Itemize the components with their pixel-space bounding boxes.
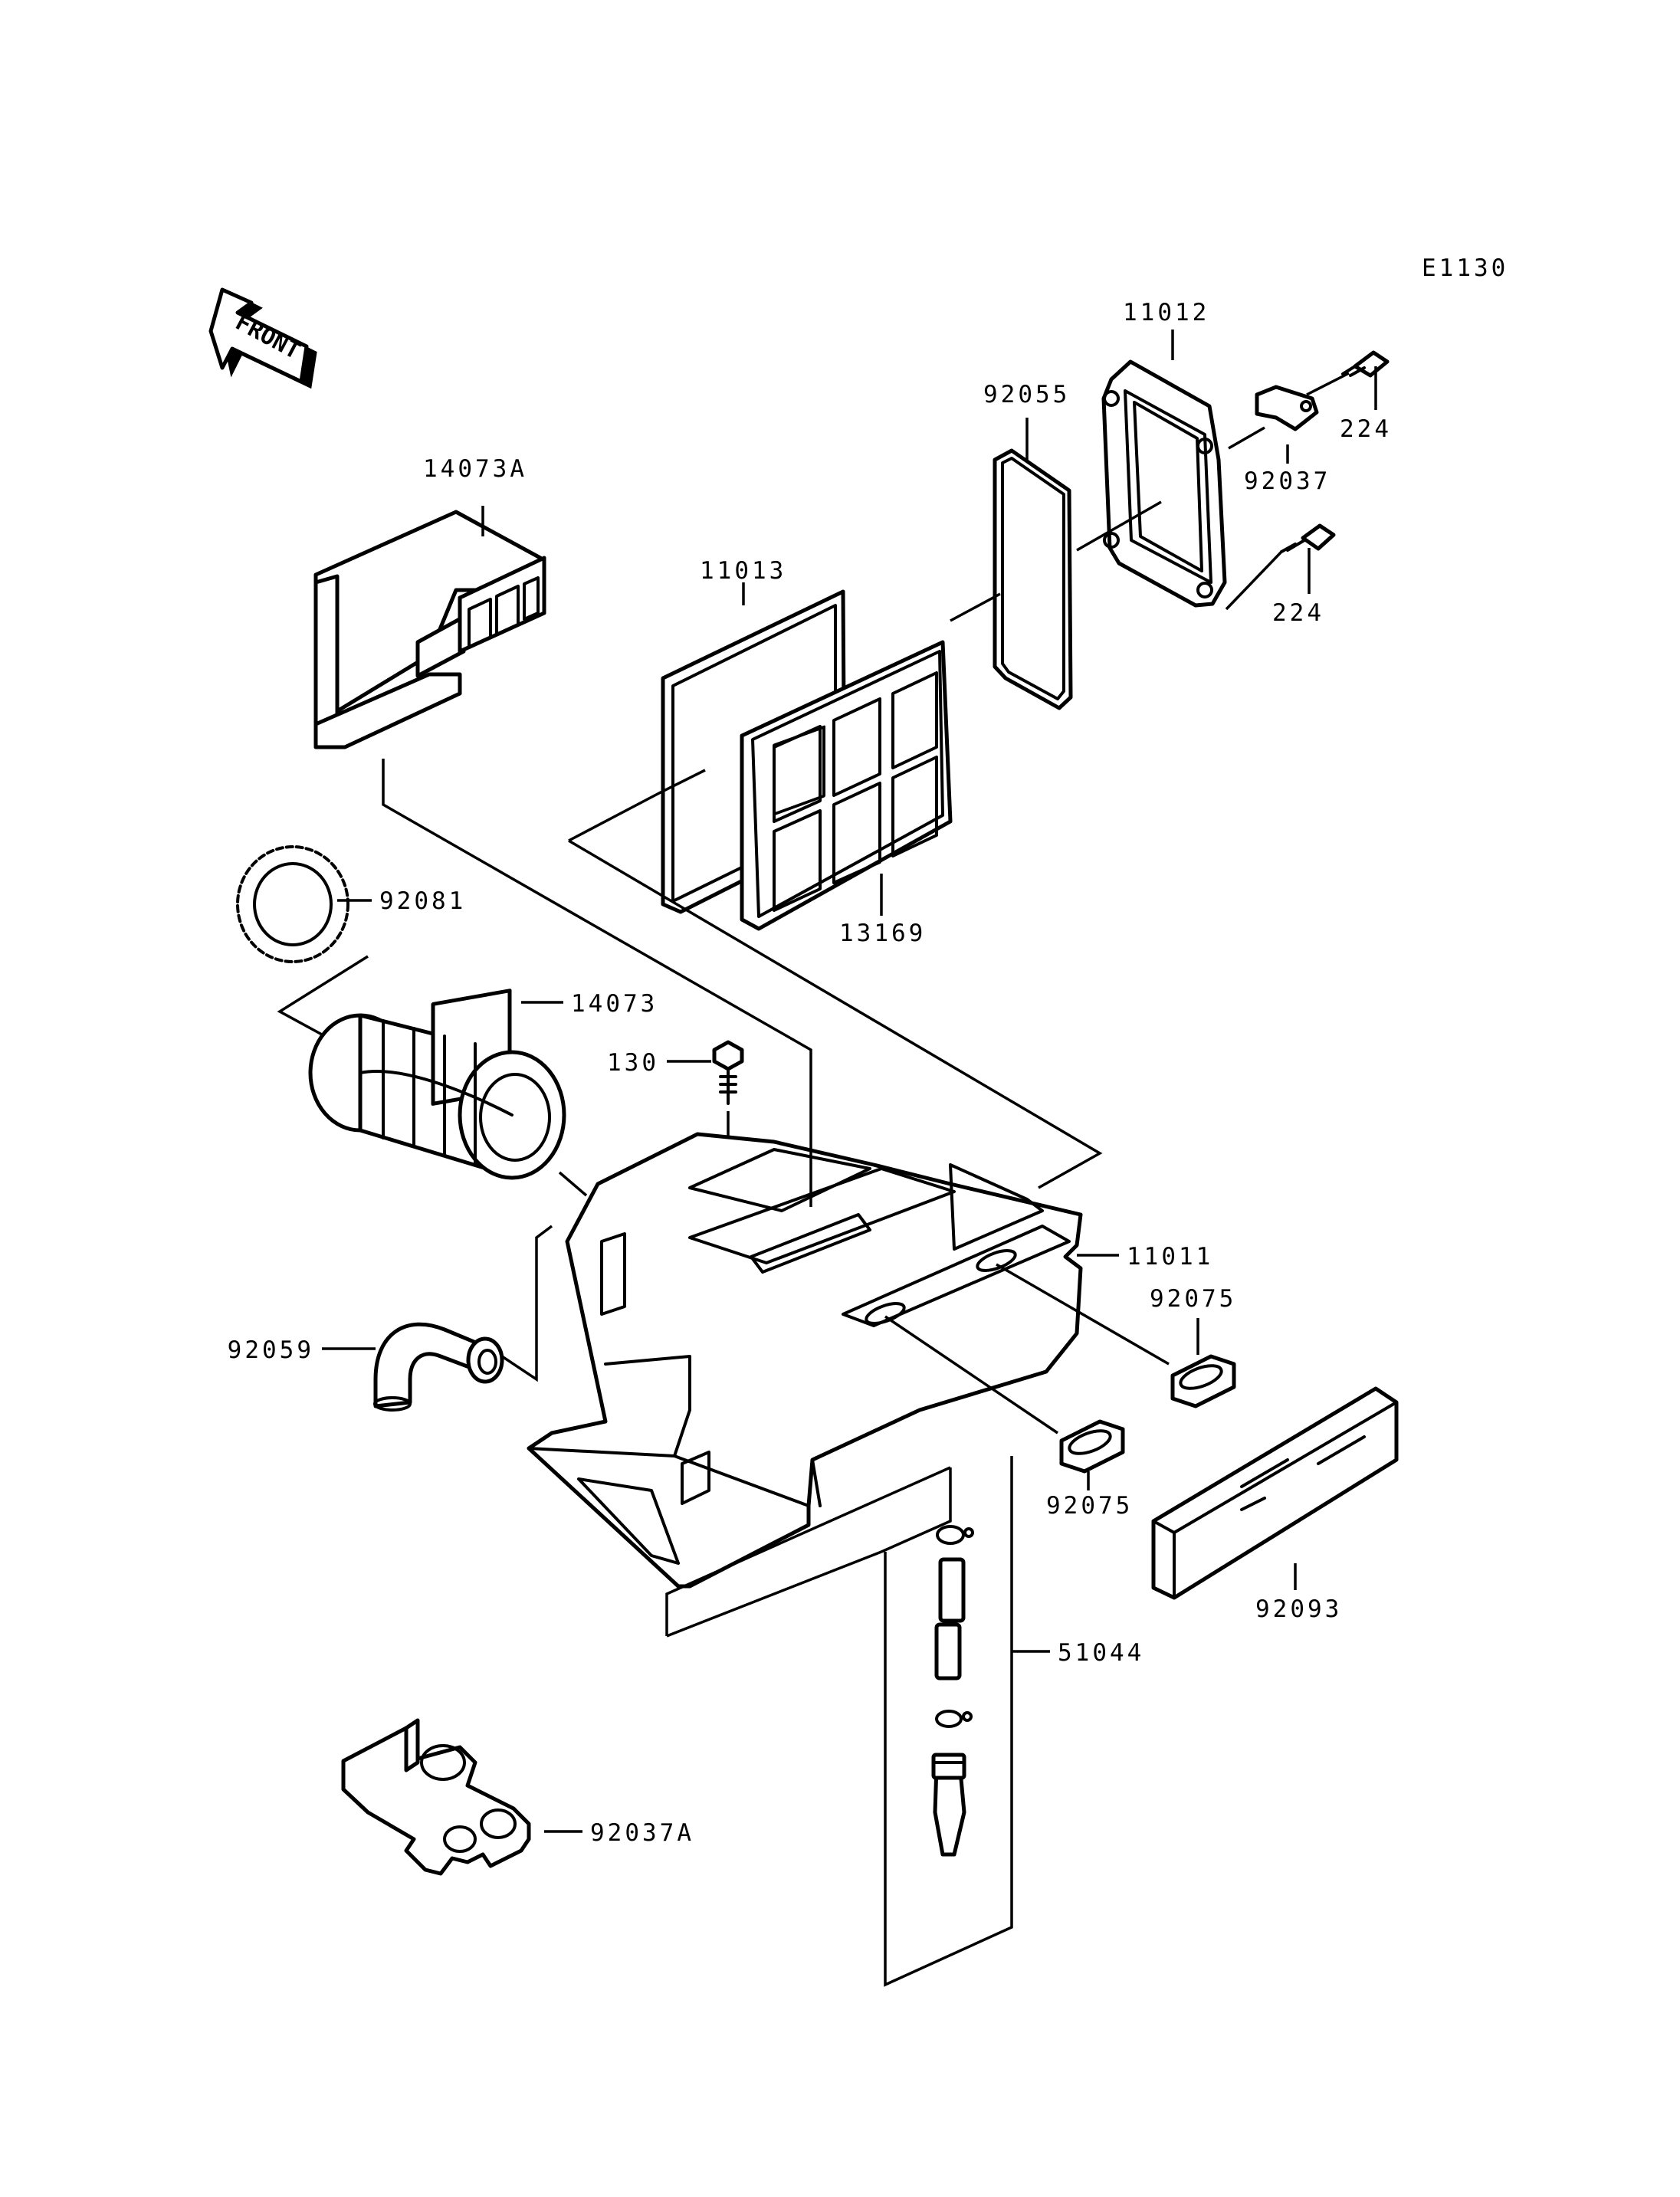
- clip-part: [1255, 385, 1319, 431]
- part-92075-bottom-label: 92075: [1046, 1492, 1133, 1520]
- pad-part: [1151, 1386, 1399, 1600]
- grommet-right-part: [1170, 1354, 1236, 1408]
- part-14073A-label: 14073A: [423, 455, 527, 483]
- part-92059-label: 92059: [228, 1336, 314, 1364]
- front-arrow-icon: FRONT: [208, 287, 317, 389]
- part-224-bottom-label: 224: [1272, 599, 1324, 627]
- part-92055-label: 92055: [983, 381, 1070, 408]
- part-92081-label: 92081: [379, 887, 466, 915]
- drain-assembly-part: [931, 1525, 974, 1857]
- filter-holder-part: [740, 640, 953, 931]
- intake-duct-part: [313, 510, 546, 749]
- part-11011-label: 11011: [1127, 1243, 1213, 1271]
- bolt-part: [712, 1040, 744, 1105]
- part-224-top-label: 224: [1340, 415, 1392, 443]
- part-92093-label: 92093: [1255, 1595, 1342, 1623]
- part-14073-label: 14073: [571, 990, 658, 1018]
- diagram-code: E1130: [1422, 254, 1508, 282]
- part-11013-label: 11013: [700, 557, 786, 585]
- screw-bottom-part: [1280, 523, 1336, 553]
- part-92037A-label: 92037A: [590, 1819, 694, 1847]
- screw-top-part: [1341, 350, 1390, 378]
- part-130-label: 130: [607, 1049, 659, 1077]
- gasket-part: [993, 448, 1073, 710]
- grommet-bottom-part: [1059, 1419, 1125, 1474]
- part-11012-label: 11012: [1123, 299, 1209, 326]
- intake-boot-part: [308, 989, 566, 1180]
- spring-band-part: [236, 845, 349, 963]
- part-13169-label: 13169: [839, 920, 926, 947]
- part-51044-label: 51044: [1058, 1639, 1144, 1667]
- part-92075-right-label: 92075: [1150, 1285, 1236, 1313]
- part-92037-label: 92037: [1244, 467, 1331, 495]
- housing-part: [527, 1132, 1083, 1589]
- clamp-part: [341, 1718, 531, 1876]
- cover-part: [1101, 359, 1227, 608]
- hose-part: [373, 1322, 504, 1412]
